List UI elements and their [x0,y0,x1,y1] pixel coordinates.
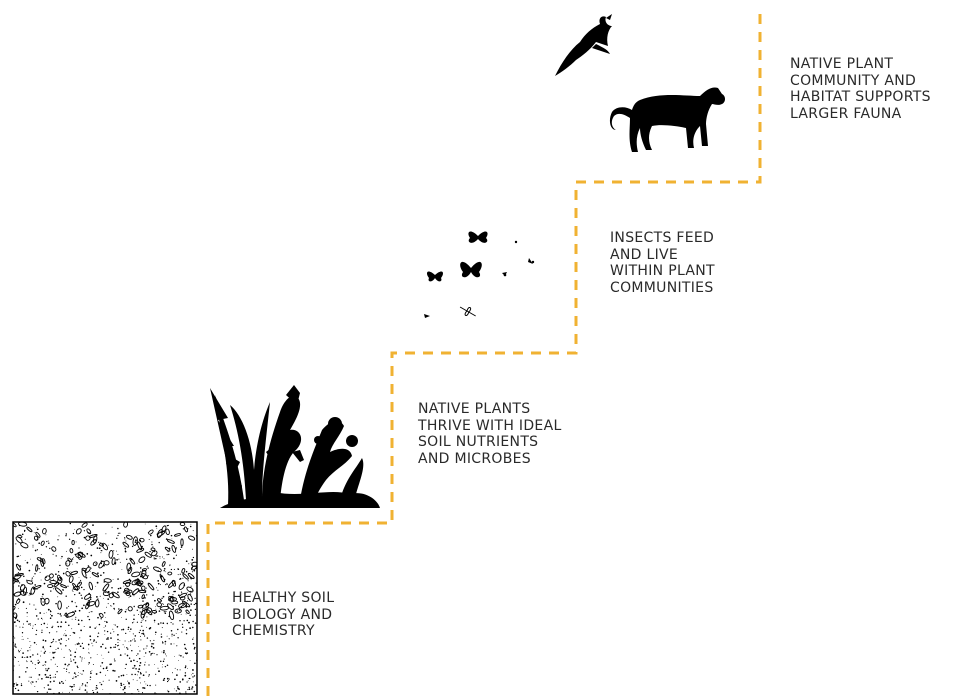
butterfly-icon [460,262,482,277]
mountain-lion-icon [610,87,725,152]
step-4-label: NATIVE PLANT COMMUNITY AND HABITAT SUPPO… [790,56,965,122]
eagle-icon [555,14,612,76]
insects-icon [424,232,534,320]
butterfly-icon [427,272,443,282]
step-2-label: NATIVE PLANTS THRIVE WITH IDEAL SOIL NUT… [418,401,598,467]
soil-texture-icon [10,521,198,694]
butterfly-icon [468,232,487,243]
native-plants-icon [210,385,380,508]
dragonfly-icon [458,303,478,320]
step-1-label: HEALTHY SOIL BIOLOGY AND CHEMISTRY [232,590,402,640]
step-3-label: INSECTS FEED AND LIVE WITHIN PLANT COMMU… [610,230,760,296]
